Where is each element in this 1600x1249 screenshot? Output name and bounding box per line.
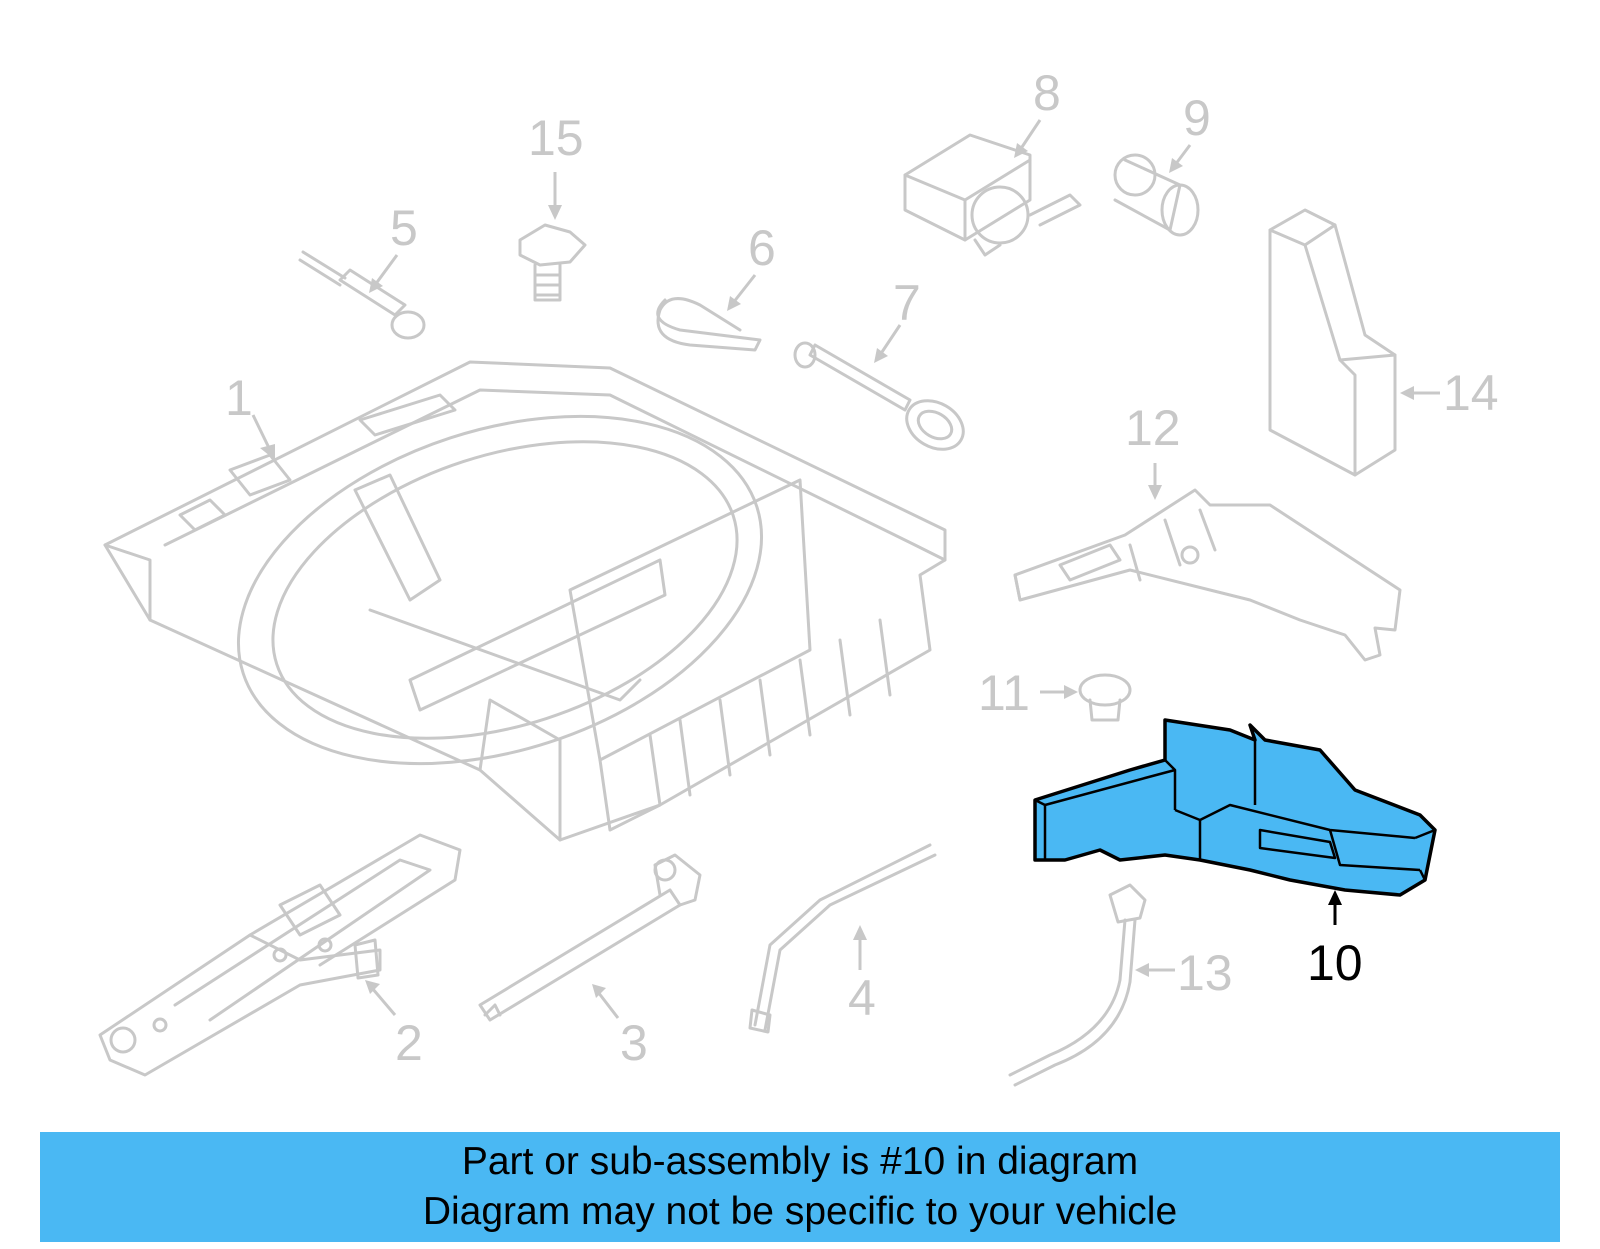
part-12-tool-tray bbox=[1013, 488, 1402, 662]
footer-banner: Part or sub-assembly is #10 in diagram D… bbox=[40, 1132, 1560, 1242]
callout-labels: 1 2 3 4 5 6 7 8 9 10 11 12 13 14 15 bbox=[225, 65, 1499, 1071]
callout-10: 10 bbox=[1307, 935, 1363, 991]
callout-9: 9 bbox=[1183, 90, 1211, 146]
part-9-cylinder bbox=[1113, 153, 1200, 237]
part-5-screwdriver bbox=[298, 250, 426, 340]
callout-7: 7 bbox=[893, 275, 921, 331]
part-8-compressor bbox=[903, 133, 1082, 257]
callout-5: 5 bbox=[390, 200, 418, 256]
part-11-small-plug bbox=[1078, 673, 1132, 722]
callout-6: 6 bbox=[748, 220, 776, 276]
callout-13: 13 bbox=[1177, 945, 1233, 1001]
part-15-plug bbox=[518, 223, 587, 302]
callout-4: 4 bbox=[848, 970, 876, 1026]
callout-14: 14 bbox=[1443, 365, 1499, 421]
callout-2: 2 bbox=[395, 1015, 423, 1071]
footer-banner-background bbox=[40, 1132, 1560, 1242]
callout-8: 8 bbox=[1033, 65, 1061, 121]
part-4-extension-bar bbox=[748, 843, 937, 1034]
part-2-scissor-jack bbox=[98, 833, 462, 1077]
part-13-cable bbox=[1008, 883, 1147, 1087]
part-7-tow-hook bbox=[793, 341, 965, 451]
callout-15: 15 bbox=[528, 110, 584, 166]
part-14-foam-block bbox=[1268, 208, 1397, 477]
callout-1: 1 bbox=[225, 370, 253, 426]
part-3-jack-handle bbox=[478, 853, 702, 1022]
footer-line-disclaimer: Diagram may not be specific to your vehi… bbox=[422, 1190, 1178, 1233]
callout-12: 12 bbox=[1125, 400, 1181, 456]
part-10-highlighted-tray[interactable] bbox=[1033, 718, 1437, 897]
footer-line-part-info: Part or sub-assembly is #10 in diagram bbox=[461, 1140, 1139, 1183]
part-1-trunk-floor bbox=[103, 360, 947, 842]
part-6-clip bbox=[656, 297, 762, 352]
callout-3: 3 bbox=[620, 1015, 648, 1071]
leader-arrows bbox=[251, 119, 1440, 1019]
callout-11: 11 bbox=[978, 665, 1030, 721]
